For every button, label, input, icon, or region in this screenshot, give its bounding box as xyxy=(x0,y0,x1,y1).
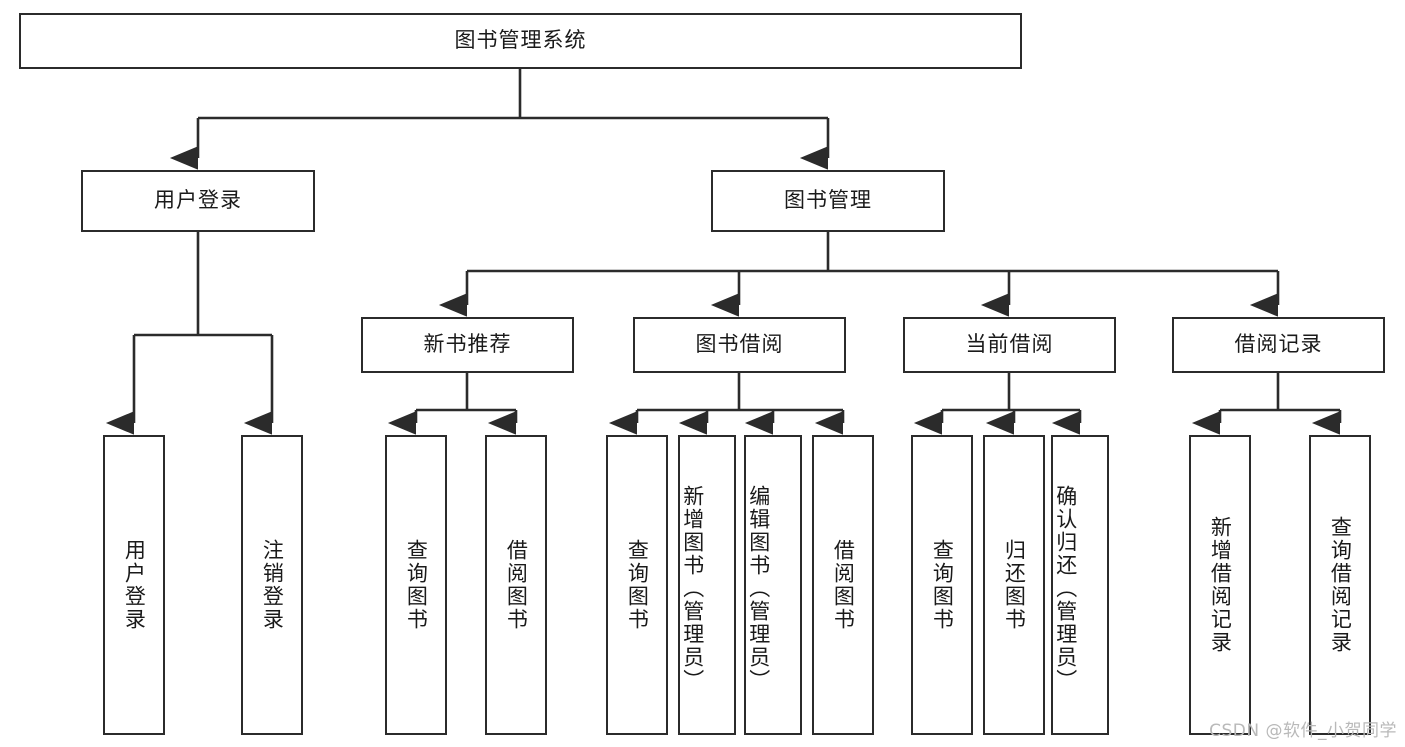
node-new-book-recommend[interactable]: 新书推荐 xyxy=(361,317,574,373)
leaf-borrow-book-recommend[interactable]: 借阅图书 xyxy=(485,435,547,735)
leaf-query-book-recommend-label: 查询图书 xyxy=(404,539,429,631)
node-user-login[interactable]: 用户登录 xyxy=(81,170,315,232)
leaf-query-book-current-label: 查询图书 xyxy=(930,539,955,631)
leaf-query-book-recommend[interactable]: 查询图书 xyxy=(385,435,447,735)
leaf-edit-book-admin[interactable]: 编辑图书（管理员） xyxy=(744,435,802,735)
leaf-logout[interactable]: 注销登录 xyxy=(241,435,303,735)
leaf-add-book-admin-label: 新增图书（管理员） xyxy=(680,484,705,692)
leaf-query-book-borrow-label: 查询图书 xyxy=(625,539,650,631)
watermark-text: CSDN @软件_小贺同学 xyxy=(1209,721,1397,741)
leaf-logout-label: 注销登录 xyxy=(260,539,285,631)
leaf-borrow-book-label: 借阅图书 xyxy=(831,539,856,631)
leaf-query-book-current[interactable]: 查询图书 xyxy=(911,435,973,735)
leaf-query-book-borrow[interactable]: 查询图书 xyxy=(606,435,668,735)
leaf-user-login-label: 用户登录 xyxy=(122,539,147,631)
leaf-query-borrow-record[interactable]: 查询借阅记录 xyxy=(1309,435,1371,735)
node-borrow-record[interactable]: 借阅记录 xyxy=(1172,317,1385,373)
leaf-confirm-return-admin-label: 确认归还（管理员） xyxy=(1053,484,1078,692)
leaf-borrow-book[interactable]: 借阅图书 xyxy=(812,435,874,735)
node-current-borrow[interactable]: 当前借阅 xyxy=(903,317,1116,373)
leaf-return-book[interactable]: 归还图书 xyxy=(983,435,1045,735)
leaf-borrow-book-recommend-label: 借阅图书 xyxy=(504,539,529,631)
node-book-management-label: 图书管理 xyxy=(784,188,872,213)
node-borrow-record-label: 借阅记录 xyxy=(1234,332,1323,357)
leaf-add-borrow-record-label: 新增借阅记录 xyxy=(1208,516,1233,654)
node-book-borrow[interactable]: 图书借阅 xyxy=(633,317,846,373)
node-root-label: 图书管理系统 xyxy=(454,28,587,53)
leaf-add-book-admin[interactable]: 新增图书（管理员） xyxy=(678,435,736,735)
leaf-user-login[interactable]: 用户登录 xyxy=(103,435,165,735)
node-root[interactable]: 图书管理系统 xyxy=(19,13,1022,69)
leaf-query-borrow-record-label: 查询借阅记录 xyxy=(1328,516,1353,654)
node-user-login-label: 用户登录 xyxy=(154,188,242,213)
node-book-management[interactable]: 图书管理 xyxy=(711,170,945,232)
node-book-borrow-label: 图书借阅 xyxy=(695,332,784,357)
leaf-edit-book-admin-label: 编辑图书（管理员） xyxy=(746,484,771,692)
leaf-add-borrow-record[interactable]: 新增借阅记录 xyxy=(1189,435,1251,735)
node-new-book-recommend-label: 新书推荐 xyxy=(423,332,512,357)
leaf-return-book-label: 归还图书 xyxy=(1002,539,1027,631)
node-current-borrow-label: 当前借阅 xyxy=(965,332,1054,357)
leaf-confirm-return-admin[interactable]: 确认归还（管理员） xyxy=(1051,435,1109,735)
